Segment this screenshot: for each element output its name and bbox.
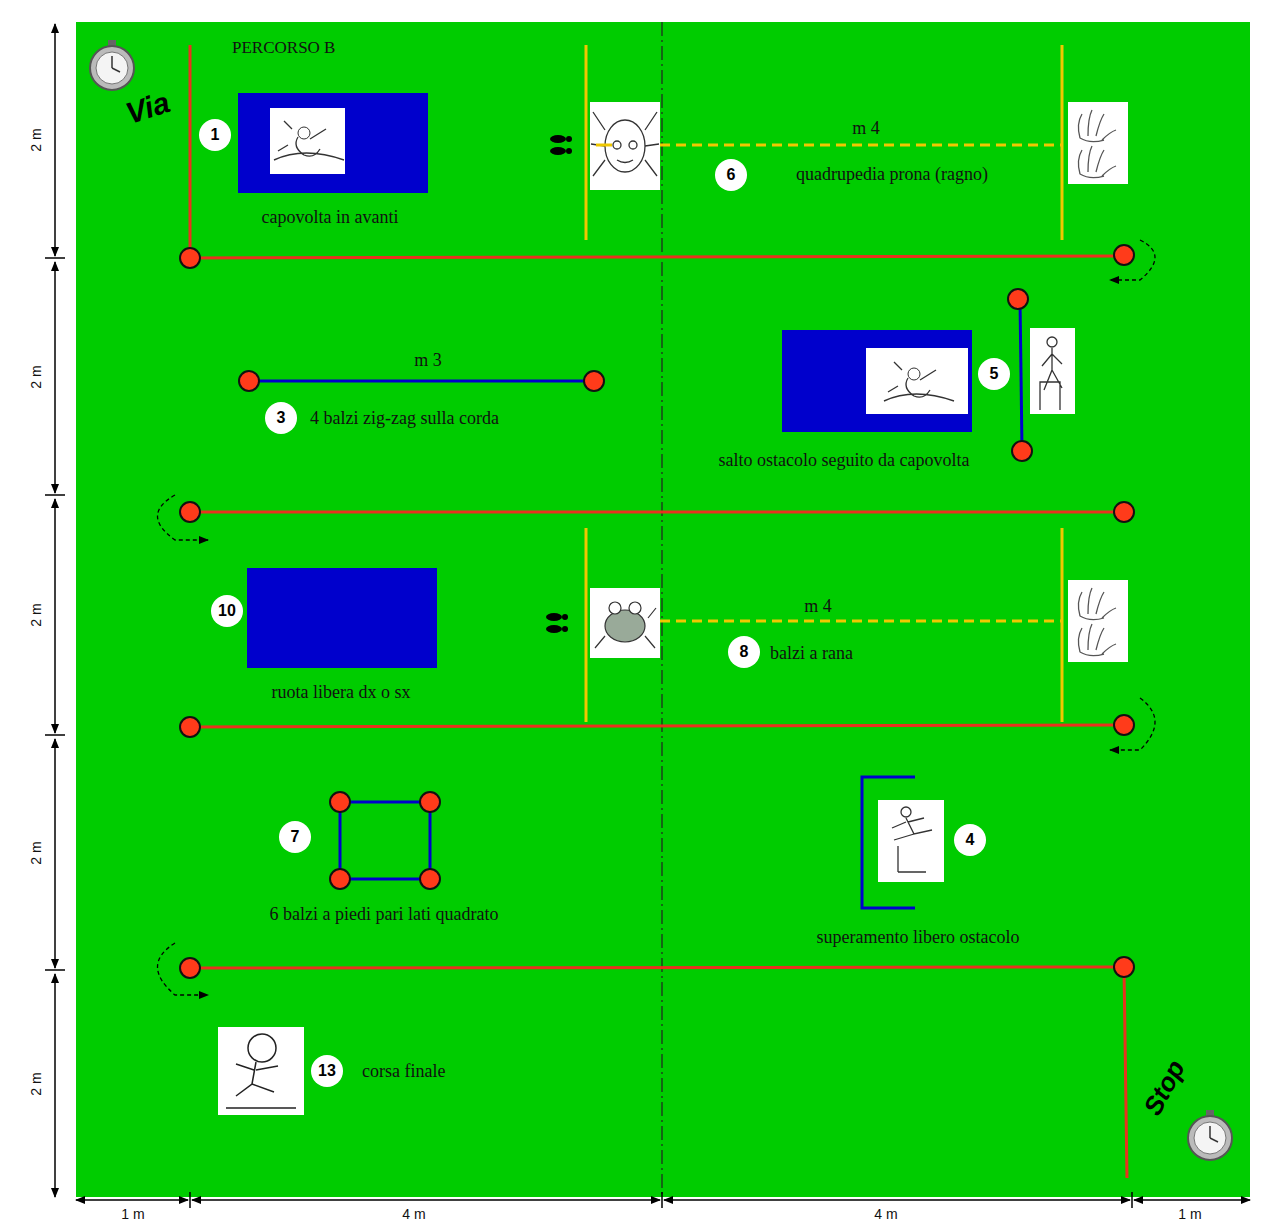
- course-label: ruota libera dx o sx: [272, 682, 411, 703]
- course-label: 4 balzi zig-zag sulla corda: [310, 408, 499, 429]
- dimension-label: 2 m: [28, 1070, 44, 1097]
- callout-number: 4: [954, 824, 986, 856]
- dimension-label: 1 m: [1176, 1206, 1203, 1222]
- callout-text: 13: [318, 1062, 336, 1080]
- callout-text: 6: [727, 166, 736, 184]
- course-label: corsa finale: [362, 1061, 445, 1082]
- course-label: m 4: [852, 118, 880, 139]
- dimension-label: 4 m: [400, 1206, 427, 1222]
- dimension-label: 1 m: [119, 1206, 146, 1222]
- course-label: salto ostacolo seguito da capovolta: [719, 450, 970, 471]
- course-title: PERCORSO B: [232, 38, 335, 58]
- course-label: 6 balzi a piedi pari lati quadrato: [270, 904, 499, 925]
- course-label: balzi a rana: [770, 643, 853, 664]
- callout-number: 8: [728, 636, 760, 668]
- callout-number: 6: [715, 159, 747, 191]
- callout-text: 3: [277, 409, 286, 427]
- dimension-label: 2 m: [28, 363, 44, 390]
- callout-text: 1: [211, 126, 220, 144]
- callout-text: 5: [990, 365, 999, 383]
- dimension-label: 2 m: [28, 839, 44, 866]
- course-label: superamento libero ostacolo: [817, 927, 1020, 948]
- callout-number: 7: [279, 821, 311, 853]
- course-label: capovolta in avanti: [262, 207, 399, 228]
- callout-text: 10: [218, 602, 236, 620]
- course-label: m 4: [804, 596, 832, 617]
- callout-number: 3: [265, 402, 297, 434]
- dimension-label: 2 m: [28, 126, 44, 153]
- callout-text: 4: [966, 831, 975, 849]
- course-label: quadrupedia prona (ragno): [796, 164, 988, 185]
- callout-text: 8: [740, 643, 749, 661]
- course-label: m 3: [414, 350, 442, 371]
- dimension-label: 2 m: [28, 601, 44, 628]
- callout-number: 1: [199, 119, 231, 151]
- callout-text: 7: [291, 828, 300, 846]
- callout-number: 10: [211, 595, 243, 627]
- callout-number: 13: [311, 1055, 343, 1087]
- dimension-label: 4 m: [872, 1206, 899, 1222]
- callout-number: 5: [978, 358, 1010, 390]
